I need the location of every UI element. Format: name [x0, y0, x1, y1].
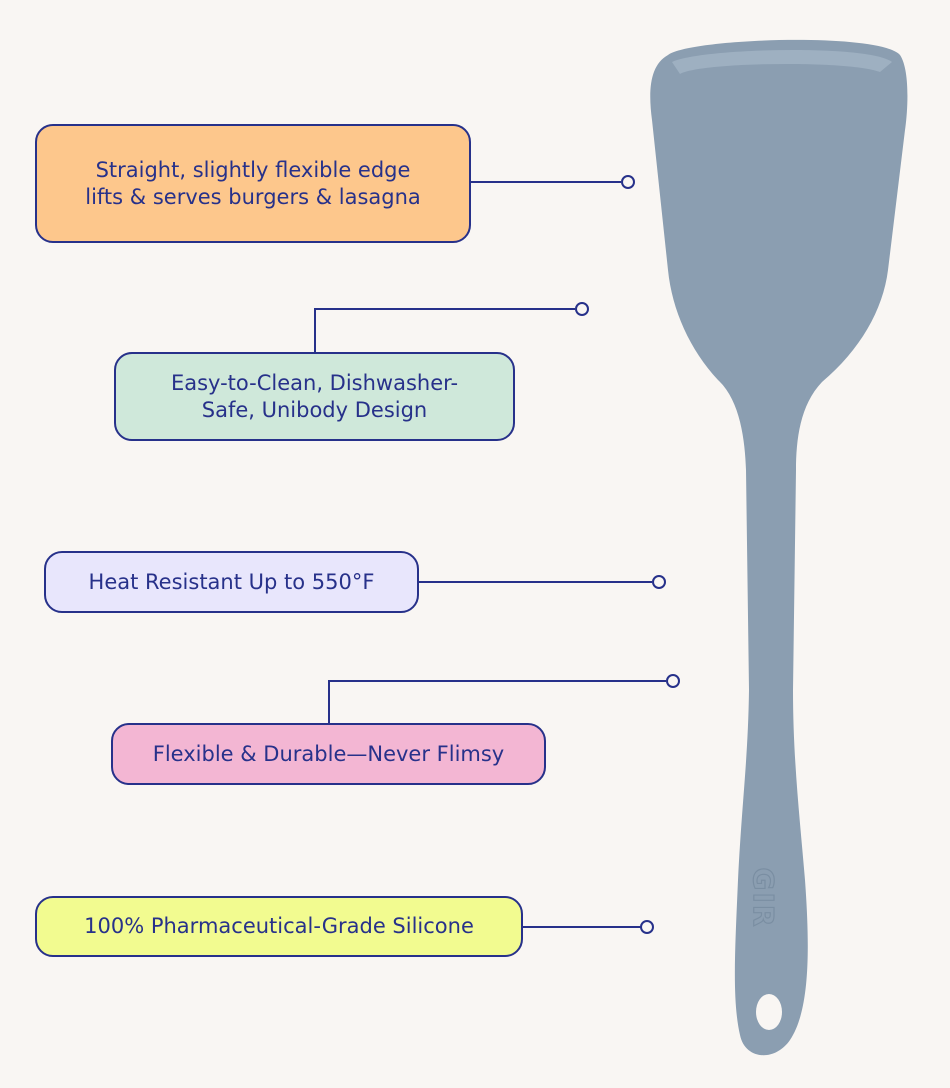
callout-easy-clean: Easy-to-Clean, Dishwasher- Safe, Unibody… — [114, 352, 515, 441]
leader-dot-4 — [666, 674, 680, 688]
leader-dot-5 — [640, 920, 654, 934]
spatula-blade-highlight — [672, 49, 892, 74]
spatula-body — [650, 39, 908, 1056]
brand-mark: GIR — [746, 867, 780, 929]
callout-edge-line-1: Straight, slightly flexible edge — [95, 157, 411, 182]
leader-dot-2 — [575, 302, 589, 316]
callout-easy-clean-line-2: Safe, Unibody Design — [201, 397, 428, 422]
leader-line-4 — [328, 680, 666, 723]
svg-text:GIR: GIR — [747, 868, 780, 929]
callout-heat-resistant: Heat Resistant Up to 550°F — [44, 551, 419, 613]
callout-flexible-durable: Flexible & Durable—Never Flimsy — [111, 723, 546, 785]
callout-heat-resistant-text: Heat Resistant Up to 550°F — [88, 569, 375, 594]
callout-edge-line-2: lifts & serves burgers & lasagna — [85, 184, 421, 209]
leader-dot-1 — [621, 175, 635, 189]
callout-flexible-durable-text: Flexible & Durable—Never Flimsy — [152, 741, 505, 766]
callout-silicone: 100% Pharmaceutical-Grade Silicone — [35, 896, 523, 957]
hanging-hole — [756, 994, 782, 1030]
leader-line-2 — [314, 308, 575, 352]
callout-edge: Straight, slightly flexible edge lifts &… — [35, 124, 471, 243]
silicone-spatula-icon: GIR — [650, 39, 908, 1056]
callout-easy-clean-line-1: Easy-to-Clean, Dishwasher- — [170, 370, 459, 395]
leader-dot-3 — [652, 575, 666, 589]
callout-silicone-text: 100% Pharmaceutical-Grade Silicone — [84, 914, 474, 938]
